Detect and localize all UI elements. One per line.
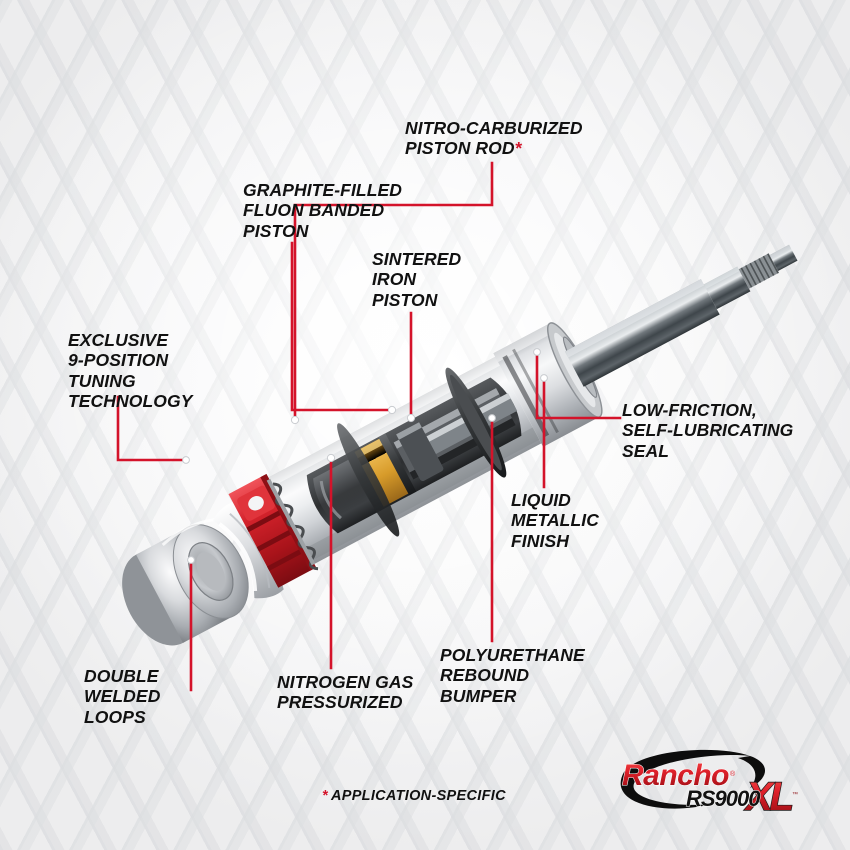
leader-exclusive-tuning [116,395,188,462]
callout-polyurethane-rebound-bumper: POLYURETHANE REBOUND BUMPER [440,645,585,706]
callout-exclusive-9-position-tuning-technology: EXCLUSIVE 9-POSITION TUNING TECHNOLOGY [68,330,192,412]
callout-text: SINTERED IRON PISTON [372,249,462,310]
rod-threads [738,253,780,289]
footnote-text: APPLICATION-SPECIFIC [330,788,506,804]
callout-double-welded-loops: DOUBLE WELDED LOOPS [84,666,160,727]
leader-lines [116,161,622,692]
leader-endpoints [182,348,548,564]
callout-text: GRAPHITE-FILLED FLUON BANDED PISTON [243,180,402,241]
logo-trademark-mark: ™ [792,791,798,798]
logo-brand-text: Rancho [622,759,729,792]
callout-text: LIQUID METALLIC FINISH [511,490,599,551]
piston-rod [564,244,798,387]
logo-swoosh [620,749,766,809]
double-welded-joint [213,501,284,599]
rancho-rs9000xl-logo: Rancho ® XL RS9000 ™ [620,749,798,820]
leader-low-friction-seal [535,350,622,420]
logo-model-prefix: RS9000 [686,786,761,811]
callout-graphite-filled-fluon-banded-piston: GRAPHITE-FILLED FLUON BANDED PISTON [243,180,402,241]
callout-text: POLYURETHANE REBOUND BUMPER [440,645,585,706]
callout-text: DOUBLE WELDED LOOPS [84,666,161,727]
logo-registered-mark: ® [730,770,736,778]
callout-text: LOW-FRICTION, SELF-LUBRICATING SEAL [622,400,794,461]
retaining-ring-mid [337,423,400,537]
footnote: *APPLICATION-SPECIFIC [322,788,506,804]
asterisk-marker: * [514,138,522,159]
callout-liquid-metallic-finish: LIQUID METALLIC FINISH [511,490,599,551]
leader-nitro-carburized-piston-rod [293,161,494,422]
callout-nitrogen-gas-pressurized: NITROGEN GAS PRESSURIZED [277,672,413,713]
callout-sintered-iron-piston: SINTERED IRON PISTON [372,249,461,310]
leader-graphite-filled-piston [290,241,394,412]
callout-text: NITROGEN GAS PRESSURIZED [277,672,414,713]
logo-model-suffix: XL [744,775,793,819]
callout-low-friction-self-lubricating-seal: LOW-FRICTION, SELF-LUBRICATING SEAL [622,400,793,461]
footnote-asterisk: * [322,788,328,804]
callout-text: NITRO-CARBURIZED PISTON ROD [405,118,583,159]
callout-nitro-carburized-piston-rod: NITRO-CARBURIZED PISTON ROD* [405,118,583,159]
callout-text: EXCLUSIVE 9-POSITION TUNING TECHNOLOGY [68,330,193,412]
shock-absorber-assembly [122,244,798,646]
